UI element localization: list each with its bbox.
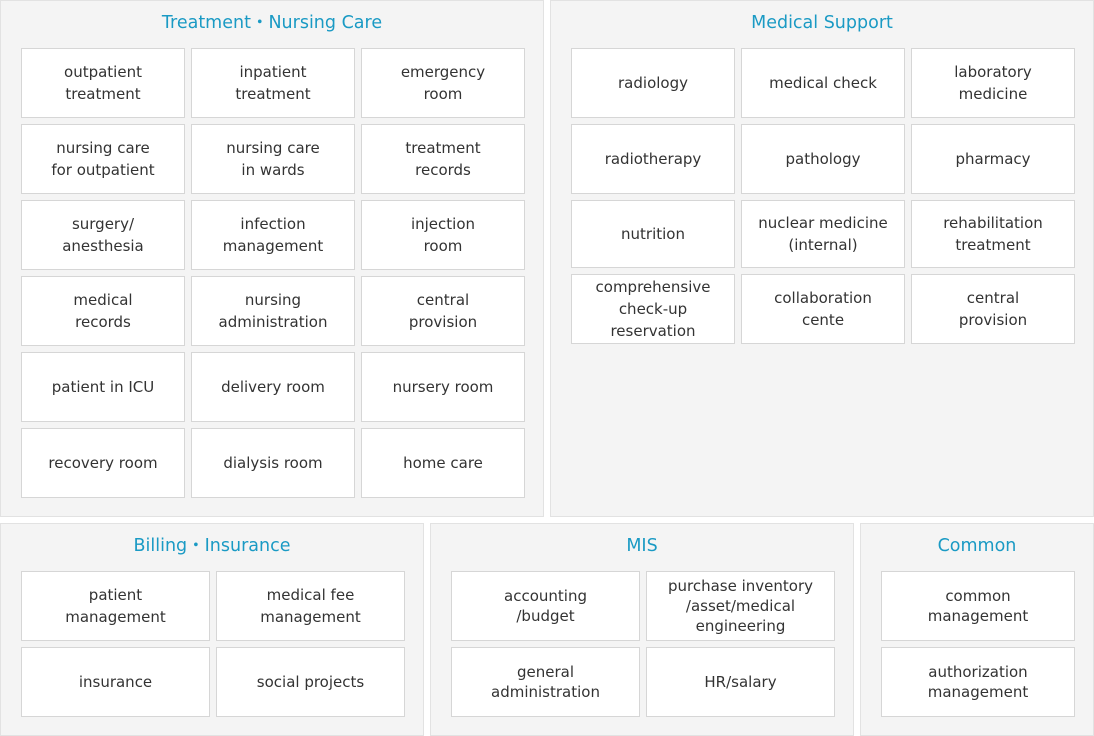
menu-item-label: collaboration cente: [774, 289, 872, 329]
menu-item-label: nursery room: [392, 378, 494, 396]
menu-item-label: social projects: [256, 673, 365, 691]
menu-item-label: central provision: [958, 289, 1028, 329]
menu-item-purchase-inventory[interactable]: purchase inventory /asset/medical engine…: [646, 571, 835, 641]
menu-item-surgery-anesthesia[interactable]: surgery/ anesthesia: [21, 200, 185, 270]
menu-item-nuclear-medicine[interactable]: nuclear medicine (internal): [741, 200, 905, 268]
menu-item-inpatient-treatment[interactable]: inpatient treatment: [191, 48, 355, 118]
menu-item-label: common management: [927, 587, 1029, 625]
panel-title: Medical Support: [751, 13, 893, 33]
menu-item-general-administration[interactable]: general administration: [451, 647, 640, 717]
menu-item-common-management[interactable]: common management: [881, 571, 1075, 641]
menu-item-label: nutrition: [621, 225, 685, 243]
menu-item-emergency-room[interactable]: emergency room: [361, 48, 525, 118]
menu-item-label: emergency room: [400, 63, 486, 103]
menu-item-patient-in-icu[interactable]: patient in ICU: [21, 352, 185, 422]
menu-item-label: injection room: [410, 215, 476, 255]
menu-item-label: nursing care in wards: [226, 139, 320, 179]
menu-item-label: recovery room: [48, 454, 158, 472]
menu-item-collaboration-center[interactable]: collaboration cente: [741, 274, 905, 344]
menu-item-delivery-room[interactable]: delivery room: [191, 352, 355, 422]
menu-item-label: nuclear medicine (internal): [758, 214, 888, 254]
menu-item-radiotherapy[interactable]: radiotherapy: [571, 124, 735, 194]
menu-item-label: dialysis room: [223, 454, 323, 472]
menu-item-dialysis-room[interactable]: dialysis room: [191, 428, 355, 498]
menu-item-label: nursing administration: [218, 291, 328, 331]
menu-item-nursing-administration[interactable]: nursing administration: [191, 276, 355, 346]
menu-item-label: home care: [403, 454, 483, 472]
menu-item-nursery-room[interactable]: nursery room: [361, 352, 525, 422]
menu-item-label: general administration: [491, 663, 600, 701]
panel-mis: MIS accounting /budget purchase inventor…: [430, 523, 854, 736]
menu-item-injection-room[interactable]: injection room: [361, 200, 525, 270]
menu-item-label: medical records: [73, 291, 133, 331]
menu-item-label: patient management: [65, 586, 166, 626]
menu-item-rehabilitation-treatment[interactable]: rehabilitation treatment: [911, 200, 1075, 268]
menu-item-nursing-care-outpatient[interactable]: nursing care for outpatient: [21, 124, 185, 194]
panel-title: Treatment・Nursing Care: [161, 13, 383, 33]
menu-item-pharmacy[interactable]: pharmacy: [911, 124, 1075, 194]
menu-item-label: nursing care for outpatient: [51, 139, 155, 179]
panel-title: Common: [937, 536, 1017, 556]
panel-billing-insurance: Billing・Insurance patient management med…: [0, 523, 424, 736]
menu-item-comprehensive-checkup-reservation[interactable]: comprehensive check-up reservation: [571, 274, 735, 344]
menu-item-label: medical check: [769, 74, 877, 92]
menu-item-label: authorization management: [927, 663, 1029, 701]
menu-item-radiology[interactable]: radiology: [571, 48, 735, 118]
menu-item-treatment-records[interactable]: treatment records: [361, 124, 525, 194]
menu-item-label: pathology: [785, 150, 861, 168]
menu-item-medical-records[interactable]: medical records: [21, 276, 185, 346]
menu-item-label: rehabilitation treatment: [943, 214, 1043, 254]
menu-item-patient-management[interactable]: patient management: [21, 571, 210, 641]
panel-medical-support: Medical Support radiology medical check …: [550, 0, 1094, 517]
menu-item-social-projects[interactable]: social projects: [216, 647, 405, 717]
menu-item-label: delivery room: [221, 378, 325, 396]
menu-item-hr-salary[interactable]: HR/salary: [646, 647, 835, 717]
menu-item-nursing-care-wards[interactable]: nursing care in wards: [191, 124, 355, 194]
menu-item-home-care[interactable]: home care: [361, 428, 525, 498]
menu-item-central-provision[interactable]: central provision: [911, 274, 1075, 344]
menu-item-recovery-room[interactable]: recovery room: [21, 428, 185, 498]
menu-item-medical-fee-management[interactable]: medical fee management: [216, 571, 405, 641]
menu-item-authorization-management[interactable]: authorization management: [881, 647, 1075, 717]
menu-item-label: central provision: [408, 291, 478, 331]
panel-title: MIS: [626, 536, 658, 556]
menu-item-label: purchase inventory /asset/medical engine…: [667, 577, 813, 635]
menu-item-label: surgery/ anesthesia: [62, 215, 144, 255]
menu-item-label: inpatient treatment: [235, 63, 311, 103]
menu-item-label: radiology: [618, 74, 688, 92]
menu-item-label: laboratory medicine: [954, 63, 1032, 103]
menu-item-label: pharmacy: [955, 150, 1031, 168]
menu-item-nutrition[interactable]: nutrition: [571, 200, 735, 268]
panel-common: Common common management authorization m…: [860, 523, 1094, 736]
menu-item-outpatient-treatment[interactable]: outpatient treatment: [21, 48, 185, 118]
menu-item-insurance[interactable]: insurance: [21, 647, 210, 717]
menu-item-label: comprehensive check-up reservation: [595, 278, 711, 340]
menu-item-label: medical fee management: [260, 586, 361, 626]
menu-item-central-provision[interactable]: central provision: [361, 276, 525, 346]
menu-item-label: patient in ICU: [51, 378, 155, 396]
menu-item-accounting-budget[interactable]: accounting /budget: [451, 571, 640, 641]
menu-item-label: treatment records: [405, 139, 481, 179]
panel-title: Billing・Insurance: [133, 536, 291, 556]
menu-item-label: HR/salary: [704, 673, 777, 691]
menu-item-laboratory-medicine[interactable]: laboratory medicine: [911, 48, 1075, 118]
menu-item-label: infection management: [222, 215, 324, 255]
menu-item-label: outpatient treatment: [64, 63, 142, 103]
menu-item-infection-management[interactable]: infection management: [191, 200, 355, 270]
menu-item-label: insurance: [78, 673, 153, 691]
menu-item-label: radiotherapy: [604, 150, 702, 168]
panel-treatment-nursing-care: Treatment・Nursing Care outpatient treatm…: [0, 0, 544, 517]
menu-item-pathology[interactable]: pathology: [741, 124, 905, 194]
menu-item-label: accounting /budget: [504, 587, 587, 625]
menu-item-medical-check[interactable]: medical check: [741, 48, 905, 118]
